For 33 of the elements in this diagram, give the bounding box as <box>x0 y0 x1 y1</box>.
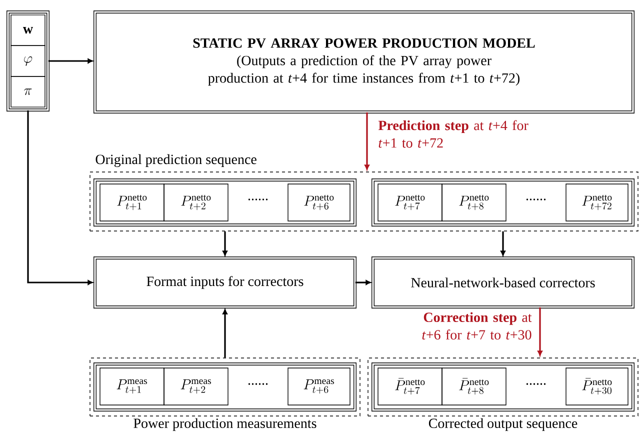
model-box: STATIC PV ARRAY POWER PRODUCTION MODEL (Outputs a prediction of the PV array power production at t+4 for time instances from t+1 to t+72) <box>94 10 634 114</box>
sequence-cell: $P^{\mathrm{netto}}_{t+2}$ <box>164 184 228 222</box>
edge-label: Correction step at t+6 for t+7 to t+30 <box>422 312 532 340</box>
arrow <box>222 231 228 256</box>
group-heading: Power production measurements <box>134 418 316 431</box>
sequence-cell: $P^{\mathrm{netto}}_{t+72}$ <box>566 184 628 222</box>
arrow <box>222 309 228 358</box>
edge-label: Prediction step at t+4 for t+1 to t+72 <box>378 120 528 148</box>
sequence-cell: $\bar{P}^{\mathrm{netto}}_{t+7}$ <box>378 368 442 406</box>
process-box: Format inputs for correctors <box>94 256 356 308</box>
ellipsis: ...... <box>248 383 268 385</box>
arrow <box>364 112 370 170</box>
sequence-cell: $P^{\mathrm{netto}}_{t+7}$ <box>378 184 442 222</box>
ellipsis: ...... <box>526 383 546 385</box>
ellipsis: ...... <box>248 198 268 200</box>
sequence-cell: $P^{\mathrm{meas}}_{t+1}$ <box>100 368 164 406</box>
sequence-cell: $\bar{P}^{\mathrm{netto}}_{t+30}$ <box>566 368 628 406</box>
group-heading: Original prediction sequence <box>96 154 256 168</box>
arrow <box>48 58 93 64</box>
sequence-cell: $P^{\mathrm{meas}}_{t+2}$ <box>164 368 228 406</box>
sequence-cell: $\bar{P}^{\mathrm{netto}}_{t+8}$ <box>442 368 506 406</box>
arrow <box>500 231 506 256</box>
sequence-cell: $P^{\mathrm{meas}}_{t+6}$ <box>288 368 350 406</box>
group-heading: Corrected output sequence <box>428 418 578 431</box>
arrow <box>27 110 93 285</box>
process-box: Neural-network-based correctors <box>372 256 634 308</box>
ellipsis: ...... <box>526 198 546 200</box>
sequence-cell: $P^{\mathrm{netto}}_{t+1}$ <box>100 184 164 222</box>
arrow <box>538 307 542 356</box>
sequence-cell: $P^{\mathrm{netto}}_{t+8}$ <box>442 184 506 222</box>
sequence-cell: $P^{\mathrm{netto}}_{t+6}$ <box>288 184 350 222</box>
arrow <box>355 280 371 285</box>
input-stack: $\mathbf{w}$ $\varphi$ $\pi$ <box>6 10 50 112</box>
